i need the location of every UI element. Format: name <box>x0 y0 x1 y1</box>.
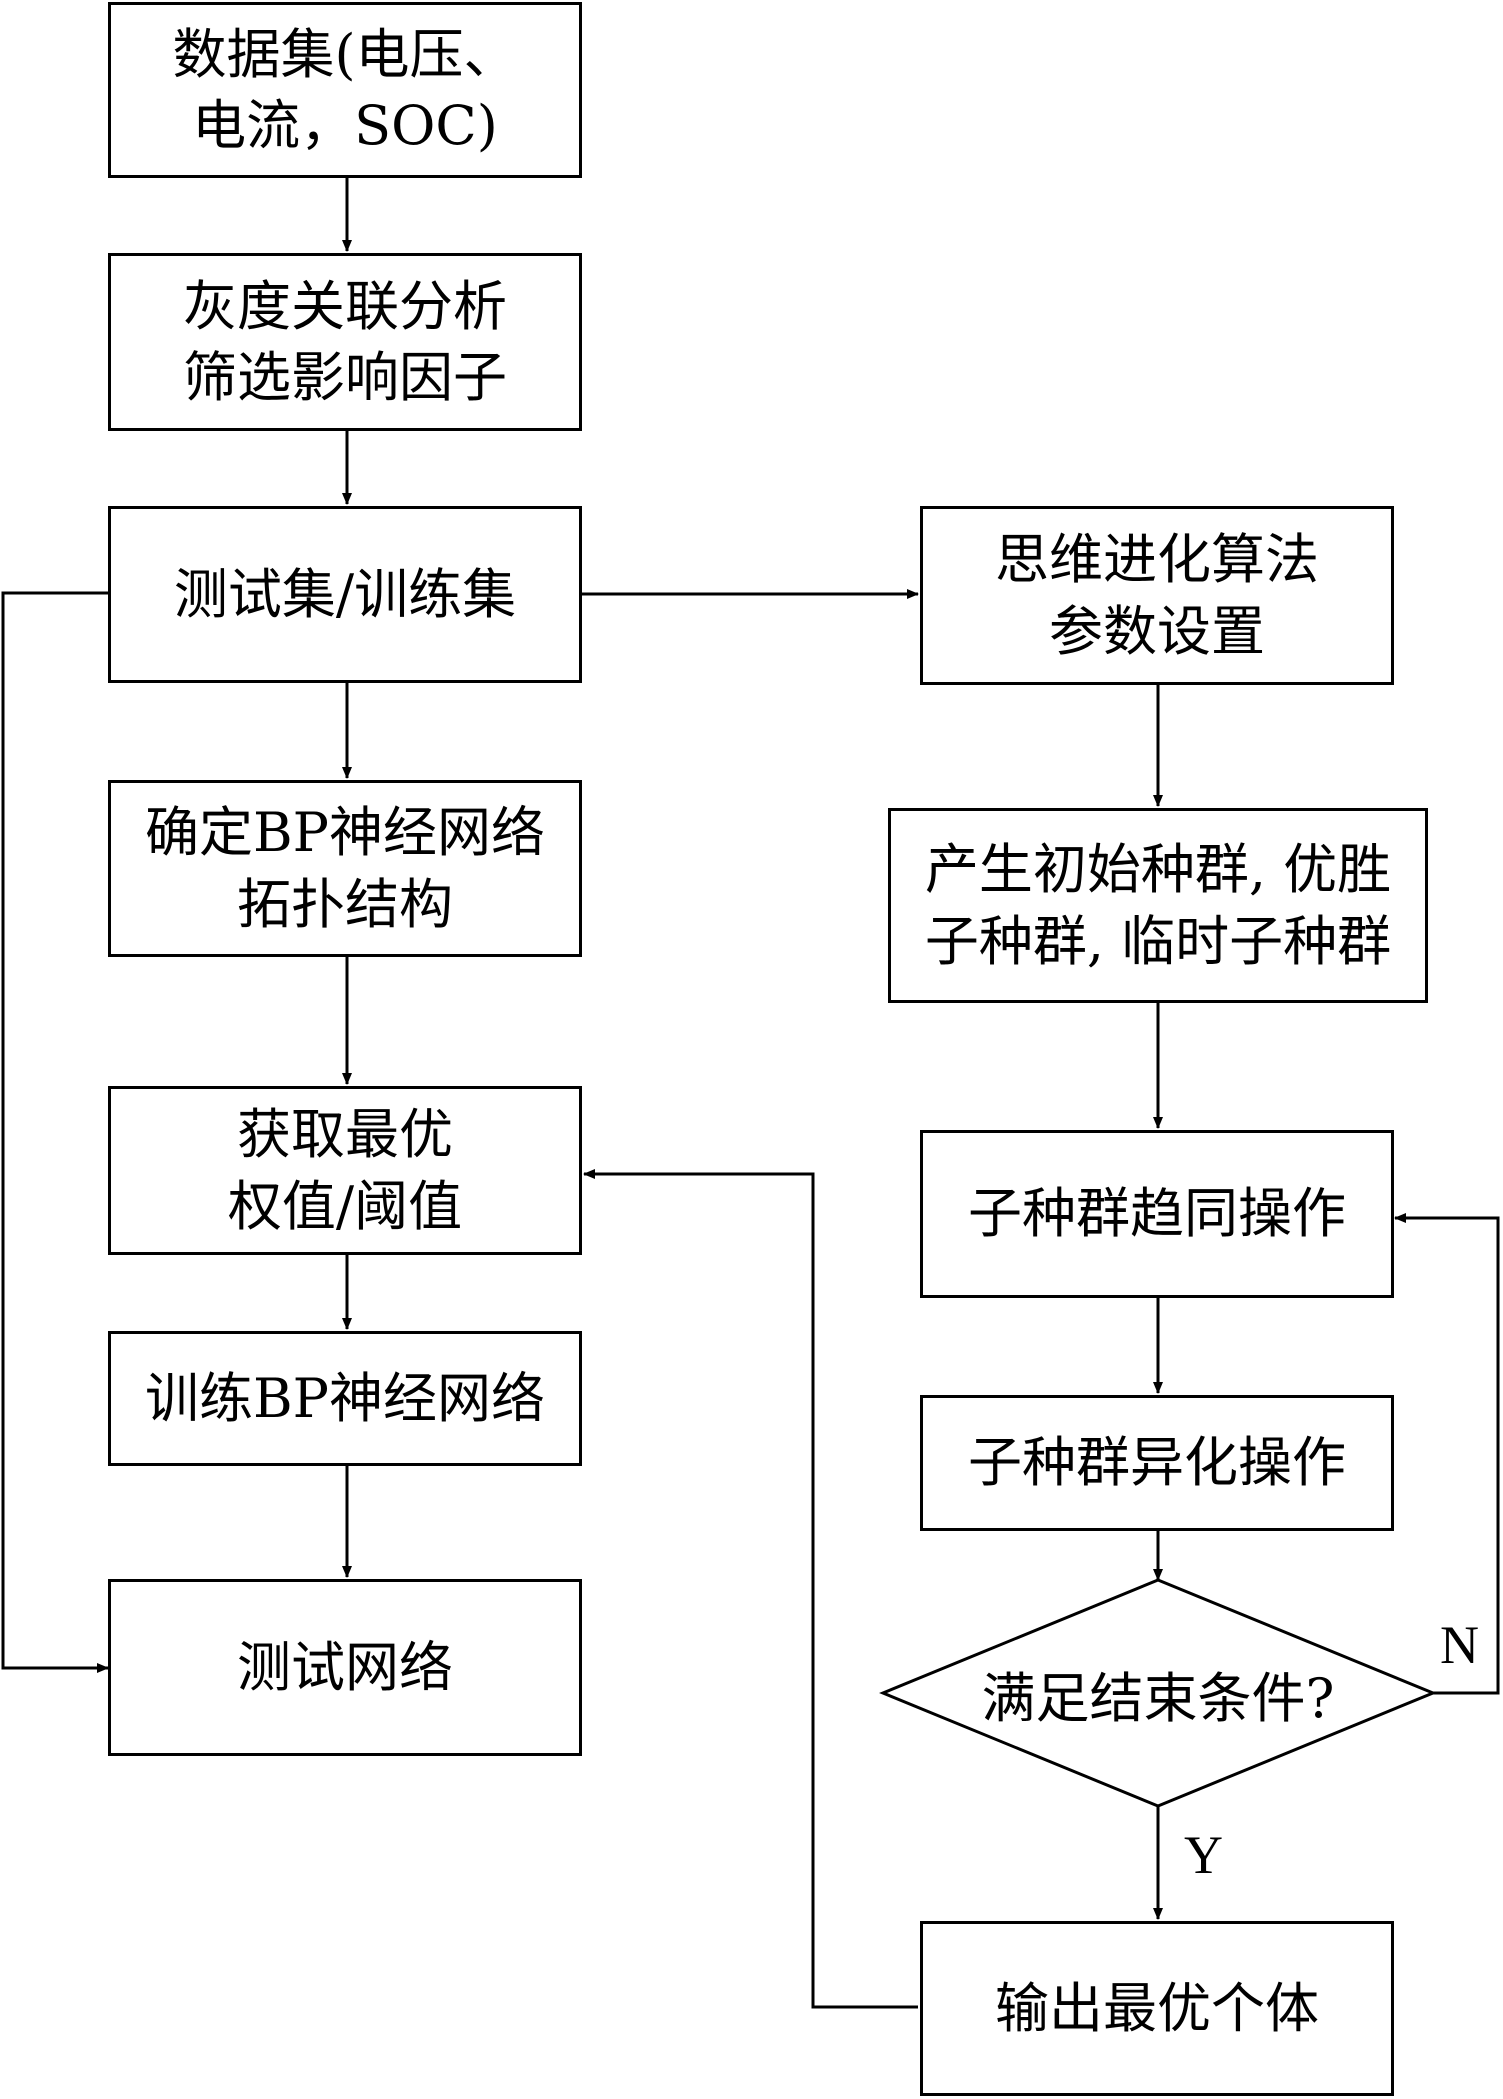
node-dataset: 数据集(电压、电流，SOC) <box>108 2 582 178</box>
node-text-line: 测试网络 <box>237 1635 453 1699</box>
node-output-best-individual: 输出最优个体 <box>920 1921 1394 2096</box>
arrow-decision-no-loop <box>1394 1213 1500 1695</box>
node-text-line: 测试集/训练集 <box>173 562 517 626</box>
node-text-line: 数据集(电压、 <box>172 22 518 86</box>
node-text-line: 输出最优个体 <box>995 1976 1319 2040</box>
node-end-condition-text: 满足结束条件? <box>981 1666 1335 1730</box>
node-convergence-operation: 子种群趋同操作 <box>920 1130 1394 1298</box>
arrow-output-to-weights <box>583 1169 918 2009</box>
node-text-line: 电流，SOC) <box>192 94 498 157</box>
node-test-network: 测试网络 <box>108 1579 582 1756</box>
decision-diamond-shape <box>879 1578 1437 1808</box>
node-text-line: 子种群趋同操作 <box>968 1182 1346 1246</box>
node-mea-parameter-settings: 思维进化算法参数设置 <box>920 506 1394 685</box>
node-text-line: 灰度关联分析 <box>183 274 507 338</box>
node-initial-population: 产生初始种群, 优胜子种群, 临时子种群 <box>888 808 1428 1003</box>
node-text-line: 子种群, 临时子种群 <box>924 909 1392 973</box>
node-train-bp-network: 训练BP神经网络 <box>108 1331 582 1466</box>
label-yes: Y <box>1184 1825 1223 1885</box>
node-text-line: 确定BP神经网络 <box>144 801 546 865</box>
node-text-line: 参数设置 <box>1049 599 1265 663</box>
node-grey-relation-analysis: 灰度关联分析筛选影响因子 <box>108 253 582 431</box>
arrow-testtrain-to-testnet <box>1 591 109 1673</box>
node-text-line: 子种群异化操作 <box>968 1431 1346 1495</box>
node-text-line: 拓扑结构 <box>237 872 453 936</box>
node-text-line: 产生初始种群, 优胜 <box>924 838 1392 902</box>
node-bp-topology: 确定BP神经网络拓扑结构 <box>108 780 582 957</box>
node-text-line: 筛选影响因子 <box>183 346 507 409</box>
label-no: N <box>1440 1615 1479 1675</box>
node-best-weights-thresholds: 获取最优权值/阈值 <box>108 1086 582 1255</box>
node-test-train-set: 测试集/训练集 <box>108 506 582 683</box>
node-text-line: 获取最优 <box>237 1103 453 1167</box>
node-text-line: 思维进化算法 <box>995 528 1319 592</box>
node-text-line: 权值/阈值 <box>227 1174 463 1238</box>
node-text-line: 训练BP神经网络 <box>144 1366 546 1430</box>
node-dissimilation-operation: 子种群异化操作 <box>920 1395 1394 1531</box>
